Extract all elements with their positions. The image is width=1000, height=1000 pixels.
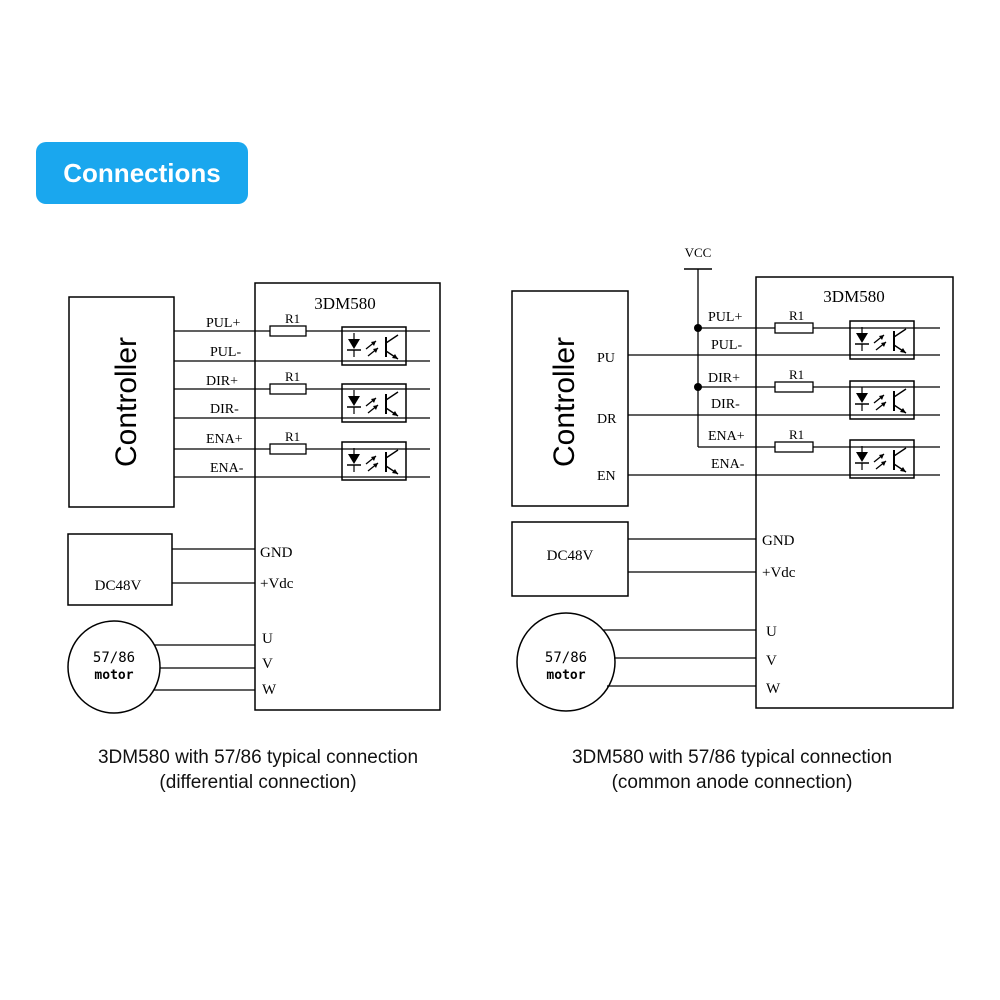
left-diagram: Controller 3DM580 R1 R1 R1 PUL+ (67, 282, 441, 714)
resistor-label: R1 (285, 369, 300, 384)
optocoupler-icon (341, 383, 407, 423)
right-resistors (774, 322, 814, 453)
right-resistor-labels: R1 R1 R1 (789, 308, 804, 442)
resistor-label: R1 (285, 429, 300, 444)
caption-line: 3DM580 with 57/86 typical connection (571, 747, 893, 768)
resistor-label: R1 (285, 311, 300, 326)
signal-label: DIR+ (708, 371, 740, 386)
vdc-pin-label: +Vdc (260, 576, 294, 592)
motor-pin-label: W (766, 681, 781, 697)
left-resistors (269, 325, 307, 455)
resistor-label: R1 (789, 367, 804, 382)
right-power-label: DC48V (547, 548, 594, 564)
motor-label: motor (546, 668, 585, 683)
optocoupler-icon (341, 441, 407, 481)
caption-line: 3DM580 with 57/86 typical connection (97, 747, 419, 768)
left-power-box (67, 533, 173, 606)
resistor-icon (774, 441, 814, 453)
motor-label: 57/86 (93, 650, 135, 666)
motor-label: 57/86 (545, 650, 587, 666)
caption-line: (differential connection) (159, 772, 357, 793)
right-driver-label: 3DM580 (823, 287, 884, 306)
left-signal-wires (174, 330, 430, 478)
left-motor-icon (67, 620, 161, 714)
right-controller-label: Controller (548, 337, 581, 467)
signal-label: ENA- (711, 457, 745, 472)
signal-label: DIR- (711, 397, 740, 412)
motor-pin-label: V (766, 653, 777, 669)
vdc-pin-label: +Vdc (762, 565, 796, 581)
optocoupler-icon (849, 320, 915, 360)
signal-label: PUL- (711, 338, 742, 353)
left-driver-box (254, 282, 441, 711)
signal-label: PUL+ (206, 316, 240, 331)
gnd-pin-label: GND (260, 545, 293, 561)
controller-pin-label: EN (597, 469, 616, 484)
signal-label: PUL- (210, 345, 241, 360)
left-resistor-labels: R1 R1 R1 (285, 311, 300, 444)
vcc-label: VCC (685, 245, 712, 260)
controller-pin-label: PU (597, 351, 615, 366)
left-driver-label: 3DM580 (314, 294, 375, 313)
motor-pin-label: V (262, 656, 273, 672)
resistor-icon (269, 325, 307, 337)
right-caption: 3DM580 with 57/86 typical connection (co… (502, 745, 962, 795)
resistor-icon (269, 443, 307, 455)
section-title: Connections (36, 142, 248, 204)
resistor-label: R1 (789, 308, 804, 323)
left-signal-labels: PUL+ PUL- DIR+ DIR- ENA+ ENA- (206, 316, 244, 476)
motor-pin-label: U (766, 624, 777, 640)
motor-pin-label: W (262, 682, 277, 698)
controller-pin-label: DR (597, 412, 617, 427)
right-signal-wires (628, 327, 940, 476)
signal-label: PUL+ (708, 310, 742, 325)
gnd-pin-label: GND (762, 533, 795, 549)
motor-pin-label: U (262, 631, 273, 647)
right-signal-labels: PUL+ PUL- DIR+ DIR- ENA+ ENA- (708, 310, 745, 472)
resistor-icon (774, 322, 814, 334)
right-diagram: Controller 3DM580 VCC PU DR EN R1 R1 (511, 245, 954, 712)
left-controller-box (68, 296, 175, 508)
resistor-icon (774, 381, 814, 393)
right-motor-icon (516, 612, 616, 712)
left-controller-label: Controller (110, 337, 143, 467)
left-caption: 3DM580 with 57/86 typical connection (di… (28, 745, 488, 795)
motor-label: motor (94, 668, 133, 683)
optocoupler-icon (849, 439, 915, 479)
right-power-box (511, 521, 629, 597)
signal-label: ENA+ (708, 429, 745, 444)
signal-label: ENA+ (206, 432, 243, 447)
left-power-label: DC48V (95, 578, 142, 594)
optocoupler-icon (341, 326, 407, 366)
right-controller-box (511, 290, 629, 507)
resistor-icon (269, 383, 307, 395)
signal-label: DIR- (210, 402, 239, 417)
signal-label: DIR+ (206, 374, 238, 389)
signal-label: ENA- (210, 461, 244, 476)
right-driver-box (755, 276, 954, 709)
caption-line: (common anode connection) (611, 772, 853, 793)
resistor-label: R1 (789, 427, 804, 442)
